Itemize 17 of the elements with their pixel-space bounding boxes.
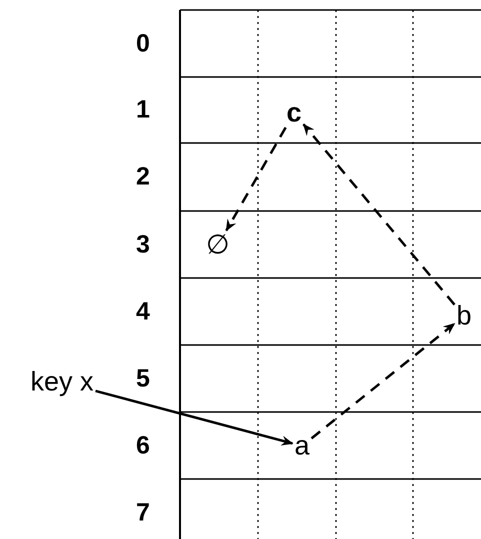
row-number: 2	[136, 164, 150, 190]
row-number: 1	[136, 98, 150, 122]
dashed-arrow	[302, 124, 456, 306]
key-entry: a	[292, 432, 312, 460]
row-number: 4	[136, 299, 150, 324]
key-entry: b	[454, 302, 474, 330]
dashed-arrow	[225, 126, 287, 232]
row-number: 7	[136, 500, 150, 525]
row-number: 5	[136, 366, 150, 391]
dashed-arrow	[310, 322, 456, 440]
key-entry: c	[284, 98, 304, 128]
row-number: 0	[136, 31, 150, 56]
row-number: 3	[136, 232, 150, 257]
row-number: 6	[136, 433, 150, 458]
arrow	[95, 390, 294, 446]
key-label: key x	[28, 368, 96, 396]
empty-slot-symbol: ∅	[204, 230, 232, 260]
